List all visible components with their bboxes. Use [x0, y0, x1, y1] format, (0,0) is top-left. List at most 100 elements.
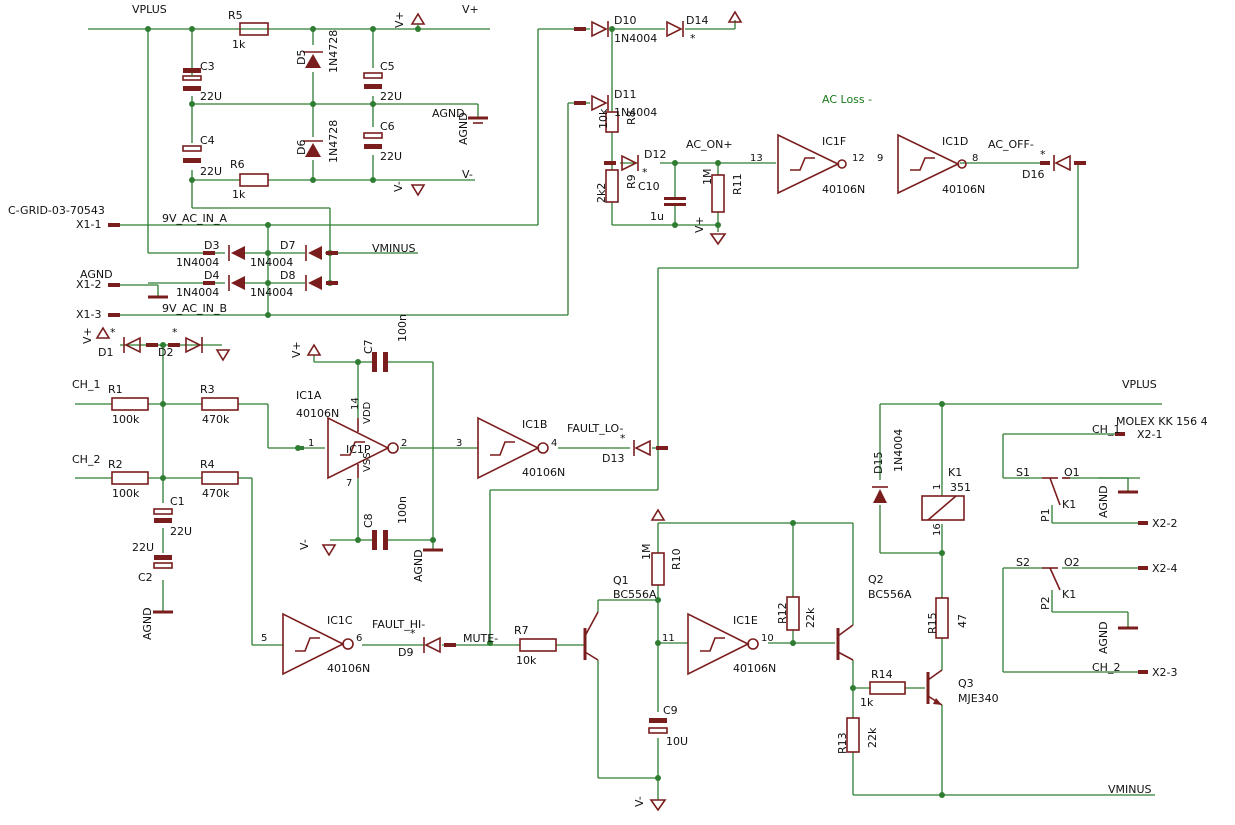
ic1a-ref: IC1A — [296, 389, 322, 402]
pin-k1-16: 16 — [932, 523, 943, 536]
supply-symbols — [95, 10, 1138, 812]
c7-val: 100n — [396, 314, 409, 342]
label-x24: X2-4 — [1152, 562, 1178, 575]
pin-vss: VSS — [362, 452, 373, 472]
label-vp4: V+ — [81, 327, 94, 344]
power-supply-wires — [88, 20, 1079, 643]
label-ch2b: CH_2 — [1092, 661, 1120, 674]
c1-val: 22U — [170, 525, 192, 538]
r1-body — [111, 397, 149, 411]
r15-ref: R15 — [926, 612, 939, 634]
r10-ref: R10 — [670, 548, 683, 570]
label-vm3: V- — [298, 539, 311, 550]
ic1f-gate — [777, 133, 847, 195]
capacitors — [153, 68, 686, 734]
d10-val: 1N4004 — [614, 32, 657, 45]
junctions — [145, 26, 945, 798]
d4-ref: D4 — [204, 269, 219, 282]
r11-val: 1M — [701, 169, 714, 186]
part-labels: R5 1k C3 22U C4 22U R6 1k D5 1N4728 D6 1… — [98, 9, 1080, 754]
d15-ref: D15 — [872, 452, 885, 474]
d9-ref: D9 — [398, 646, 413, 659]
q2-val: BC556A — [868, 588, 912, 601]
d10-ref: D10 — [614, 14, 636, 27]
pin-k1-1: 1 — [932, 484, 943, 490]
r5-ref: R5 — [228, 9, 243, 22]
pin-10: 10 — [761, 633, 774, 644]
r1-val: 100k — [112, 413, 140, 426]
star-d13: * — [620, 432, 626, 445]
d15-val: 1N4004 — [892, 429, 905, 472]
c8-val: 100n — [396, 496, 409, 524]
d7-ref: D7 — [280, 239, 295, 252]
r6-body — [239, 173, 269, 187]
d11-ref: D11 — [614, 88, 636, 101]
label-vplus-right: VPLUS — [1122, 378, 1157, 391]
pin-5: 5 — [261, 633, 267, 644]
r11-ref: R11 — [731, 173, 744, 195]
p1-ref: P1 — [1039, 508, 1052, 522]
star-d9: * — [410, 627, 416, 640]
label-x13: X1-3 — [76, 308, 102, 321]
r10-body — [651, 552, 665, 586]
q2-ref: Q2 — [868, 573, 884, 586]
d3-ref: D3 — [204, 239, 219, 252]
pin-14: 14 — [350, 397, 361, 410]
c9-ref: C9 — [663, 704, 678, 717]
pin-3: 3 — [456, 438, 462, 449]
q1-ref: Q1 — [613, 574, 629, 587]
resistors — [111, 22, 949, 753]
label-x21: X2-1 — [1137, 428, 1163, 441]
o2-ref: O2 — [1064, 556, 1080, 569]
r4-body — [201, 471, 239, 485]
pin-8: 8 — [972, 153, 978, 164]
label-agnd6: AGND — [1097, 485, 1110, 518]
inverters — [282, 133, 967, 676]
label-vm1: V- — [462, 168, 473, 181]
pin-2: 2 — [401, 438, 407, 449]
r9-body — [605, 169, 619, 203]
q3-val: MJE340 — [958, 692, 999, 705]
label-9vb: 9V_AC_IN_B — [162, 302, 227, 315]
d7-val: 1N4004 — [250, 256, 293, 269]
pin-9: 9 — [877, 153, 883, 164]
label-agnd4: AGND — [412, 549, 425, 582]
label-vp1: V+ — [462, 3, 479, 16]
r8-ref: R8 — [625, 110, 638, 125]
d6-ref: D6 — [295, 140, 308, 155]
d3-val: 1N4004 — [176, 256, 219, 269]
d12-ref: D12 — [644, 148, 666, 161]
label-x12: X1-2 — [76, 278, 102, 291]
ic1d-gate — [897, 133, 967, 195]
pin-vdd: VDD — [362, 401, 373, 424]
pin-11: 11 — [662, 633, 675, 644]
pin-6: 6 — [356, 633, 362, 644]
label-agnd3: AGND — [80, 268, 113, 281]
label-faultlo: FAULT_LO- — [567, 422, 623, 435]
r11-body — [711, 174, 725, 213]
label-vp3: V+ — [693, 216, 706, 233]
r13-ref: R13 — [836, 732, 849, 754]
c5-val: 22U — [380, 90, 402, 103]
d8-val: 1N4004 — [250, 286, 293, 299]
label-faulthi: FAULT_HI- — [372, 618, 425, 631]
s1-ref: S1 — [1016, 466, 1030, 479]
r8-val: 10k — [597, 108, 610, 129]
d14-ref: D14 — [686, 14, 708, 27]
r10-val: 1M — [640, 544, 653, 561]
ic1b-val: 40106N — [522, 466, 565, 479]
c2-ref: C2 — [138, 571, 153, 584]
label-acloss: AC Loss - — [822, 93, 872, 106]
ic1b-ref: IC1B — [522, 418, 547, 431]
ic1d-val: 40106N — [942, 183, 985, 196]
label-x11: X1-1 — [76, 218, 102, 231]
label-vminus-mid: VMINUS — [372, 242, 416, 255]
r4-val: 470k — [202, 487, 230, 500]
label-ch1: CH_1 — [72, 378, 100, 391]
k1a-ref: K1 — [1062, 498, 1076, 511]
c4-val: 22U — [200, 165, 222, 178]
p2-ref: P2 — [1039, 596, 1052, 610]
label-vp5: V+ — [290, 341, 303, 358]
d1-ref: D1 — [98, 346, 113, 359]
r12-val: 22k — [804, 607, 817, 628]
